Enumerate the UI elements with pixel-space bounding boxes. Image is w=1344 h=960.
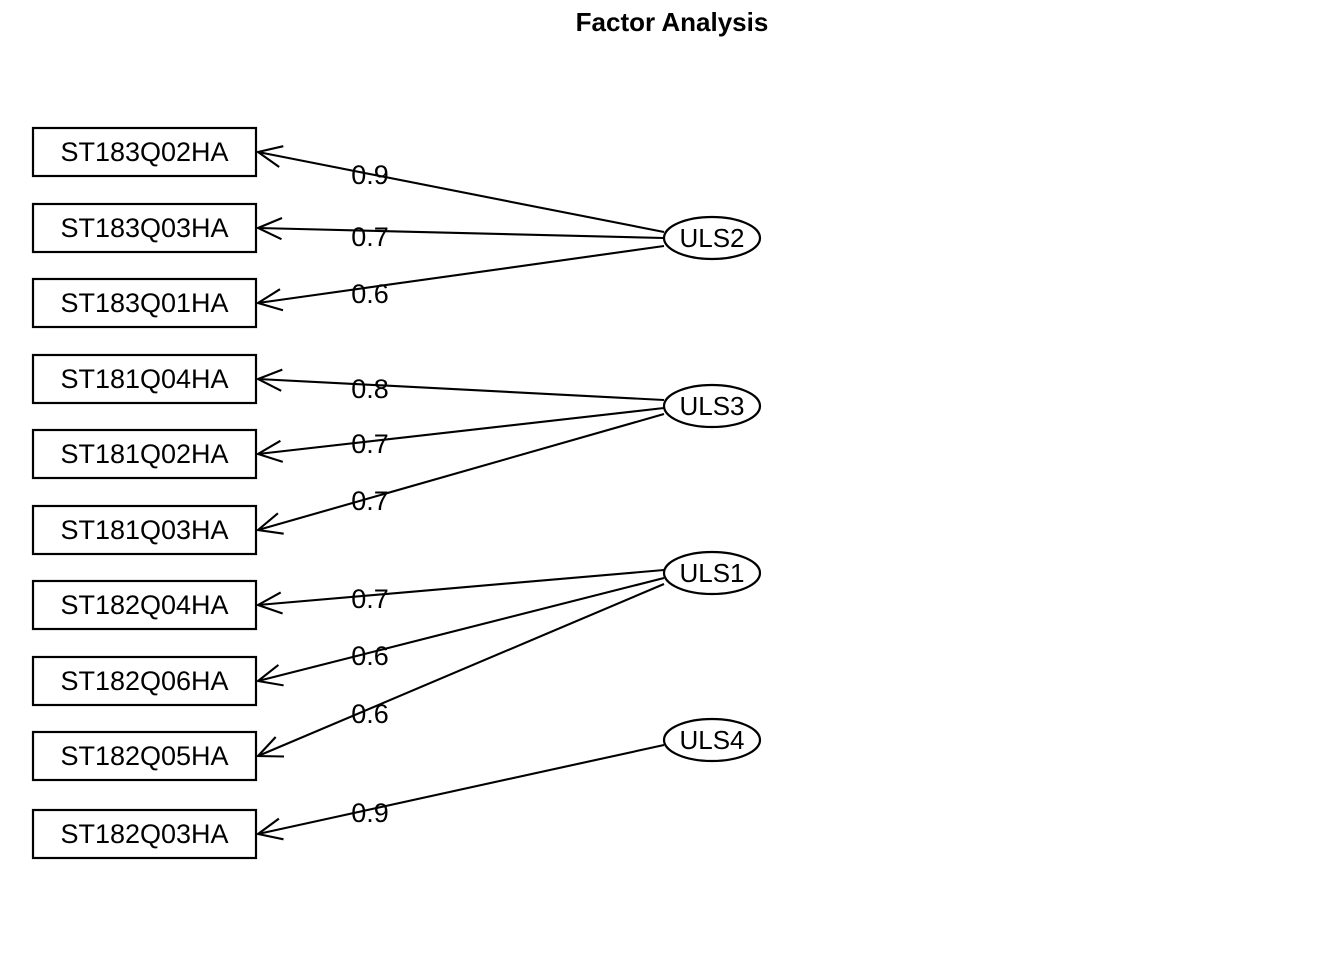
factor-ellipse[interactable] — [662, 550, 762, 596]
loading-value-label: 0.9 — [351, 798, 389, 828]
edge-arrowhead-icon — [255, 439, 284, 463]
loading-value-label: 0.6 — [351, 279, 389, 309]
loading-edge — [255, 406, 665, 463]
edge-arrowhead-icon — [255, 145, 284, 168]
indicator-label: ST181Q02HA — [60, 439, 228, 469]
factor-label: ULS3 — [679, 391, 744, 421]
indicator-box[interactable] — [31, 202, 258, 254]
loading-value-label: 0.8 — [351, 374, 389, 404]
factor-ellipse[interactable] — [662, 717, 762, 763]
loading-edge — [255, 583, 665, 758]
edge-arrowhead-icon — [255, 368, 283, 392]
loading-labels-group: 0.9 0.7 0.6 0.8 0.7 0.7 0.7 0.6 0.6 0.9 — [351, 160, 389, 828]
edge-line — [257, 226, 665, 240]
indicator-node[interactable]: ST181Q04HA — [31, 353, 258, 405]
loading-edges-group — [255, 145, 665, 841]
indicator-label: ST182Q06HA — [60, 666, 228, 696]
edge-line — [257, 583, 665, 757]
indicator-box[interactable] — [31, 428, 258, 480]
indicator-label: ST182Q03HA — [60, 819, 228, 849]
loading-value-label: 0.7 — [351, 222, 389, 252]
edge-arrowhead-icon — [255, 288, 284, 312]
edge-line — [257, 377, 665, 402]
edge-line — [257, 743, 665, 836]
loading-edge — [255, 412, 665, 535]
loading-value-label: 0.9 — [351, 160, 389, 190]
indicator-label: ST181Q04HA — [60, 364, 228, 394]
loading-edge — [255, 743, 665, 841]
loading-edge — [255, 145, 665, 234]
indicator-box[interactable] — [31, 655, 258, 707]
indicator-nodes-group: ST183Q02HA ST183Q03HA ST183Q01HA ST181Q04HA… — [31, 126, 258, 860]
loading-value-label: 0.7 — [351, 486, 389, 516]
factor-ellipse[interactable] — [662, 383, 762, 429]
edge-arrowhead-icon — [255, 664, 284, 687]
indicator-box[interactable] — [31, 353, 258, 405]
edge-arrowhead-icon — [255, 817, 284, 841]
indicator-box[interactable] — [31, 504, 258, 556]
loading-value-label: 0.6 — [351, 641, 389, 671]
factor-node[interactable]: ULS3 — [662, 383, 762, 429]
factor-label: ULS4 — [679, 725, 744, 755]
edge-arrowhead-icon — [255, 512, 284, 535]
indicator-node[interactable]: ST183Q01HA — [31, 277, 258, 329]
indicator-node[interactable]: ST182Q05HA — [31, 730, 258, 782]
indicator-node[interactable]: ST181Q03HA — [31, 504, 258, 556]
loading-edge — [255, 217, 665, 241]
indicator-label: ST183Q01HA — [60, 288, 228, 318]
indicator-node[interactable]: ST182Q04HA — [31, 579, 258, 631]
indicator-box[interactable] — [31, 730, 258, 782]
edge-arrowhead-icon — [255, 591, 283, 615]
indicator-label: ST182Q05HA — [60, 741, 228, 771]
loading-edge — [255, 244, 665, 312]
indicator-box[interactable] — [31, 277, 258, 329]
edge-line — [257, 150, 665, 234]
page-title: Factor Analysis — [576, 7, 769, 37]
factor-node[interactable]: ULS1 — [662, 550, 762, 596]
indicator-node[interactable]: ST182Q03HA — [31, 808, 258, 860]
factor-node[interactable]: ULS4 — [662, 717, 762, 763]
loading-value-label: 0.7 — [351, 429, 389, 459]
indicator-label: ST183Q03HA — [60, 213, 228, 243]
loading-edge — [255, 568, 665, 615]
indicator-label: ST182Q04HA — [60, 590, 228, 620]
indicator-box[interactable] — [31, 808, 258, 860]
factor-label: ULS2 — [679, 223, 744, 253]
edge-line — [257, 568, 665, 607]
edge-line — [257, 412, 665, 532]
loading-value-label: 0.6 — [351, 699, 389, 729]
indicator-box[interactable] — [31, 579, 258, 631]
indicator-node[interactable]: ST181Q02HA — [31, 428, 258, 480]
indicator-node[interactable]: ST182Q06HA — [31, 655, 258, 707]
factor-node[interactable]: ULS2 — [662, 215, 762, 261]
factor-label: ULS1 — [679, 558, 744, 588]
factor-ellipse[interactable] — [662, 215, 762, 261]
edge-line — [257, 244, 665, 305]
edge-arrowhead-icon — [255, 736, 285, 758]
indicator-node[interactable]: ST183Q03HA — [31, 202, 258, 254]
edge-arrowhead-icon — [255, 217, 283, 241]
loading-edge — [255, 368, 665, 402]
indicator-box[interactable] — [31, 126, 258, 178]
loading-edge — [255, 576, 665, 687]
edge-line — [257, 576, 665, 683]
indicator-label: ST183Q02HA — [60, 137, 228, 167]
indicator-label: ST181Q03HA — [60, 515, 228, 545]
indicator-node[interactable]: ST183Q02HA — [31, 126, 258, 178]
edge-line — [257, 406, 665, 456]
loading-value-label: 0.7 — [351, 584, 389, 614]
